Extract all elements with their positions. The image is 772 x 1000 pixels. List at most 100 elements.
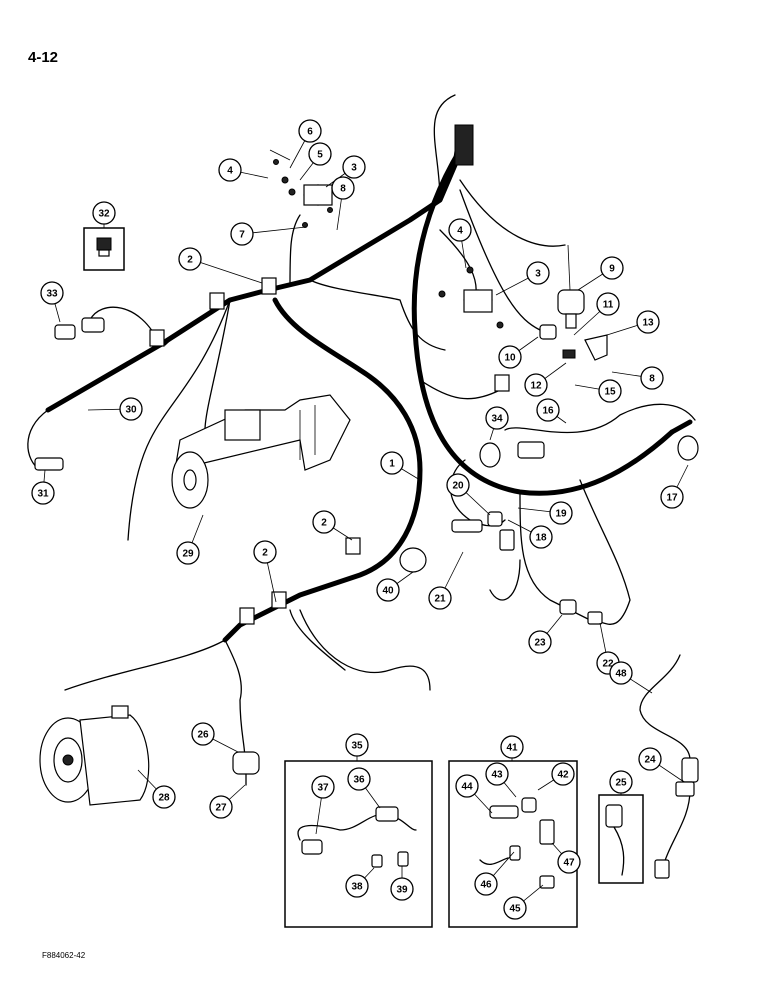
callout-1: 1 (380, 451, 421, 481)
callout-47: 47 (551, 842, 581, 874)
callout-circle (152, 785, 176, 809)
callout-circle (312, 510, 336, 534)
detail-box-41 (448, 760, 578, 928)
harness-clips (149, 277, 361, 625)
callout-number: 4 (227, 166, 233, 177)
callout-9: 9 (577, 256, 624, 291)
callout-circle (342, 155, 366, 179)
switch-26 (232, 751, 260, 786)
callout-number: 46 (480, 880, 492, 891)
callout-number: 32 (98, 209, 110, 220)
callout-circle (503, 896, 527, 920)
callout-circle (178, 247, 202, 271)
callout-number: 2 (262, 548, 268, 559)
callout-circle (638, 747, 662, 771)
callout-4: 4 (448, 218, 472, 269)
fuse-32 (96, 237, 112, 257)
callout-31: 31 (31, 469, 55, 505)
callout-circle (600, 256, 624, 280)
callout-circle (40, 281, 64, 305)
main-harness (45, 127, 693, 643)
callout-circle (253, 540, 277, 564)
relay-lower (438, 266, 504, 329)
callout-circle (311, 775, 335, 799)
callout-2: 2 (253, 540, 277, 603)
callout-39: 39 (390, 866, 414, 901)
callout-number: 27 (215, 803, 227, 814)
callout-27: 27 (209, 784, 246, 819)
callout-2: 2 (178, 247, 263, 284)
callout-number: 5 (317, 150, 323, 161)
callout-circle (308, 142, 332, 166)
callout-5: 5 (299, 142, 332, 181)
switch-16 (517, 441, 545, 459)
callout-number: 19 (555, 509, 567, 520)
callout-34: 34 (485, 406, 509, 441)
callout-32: 32 (92, 201, 116, 228)
callout-16: 16 (536, 398, 567, 424)
callout-number: 4 (457, 226, 463, 237)
callout-23: 23 (528, 614, 563, 654)
callout-48: 48 (609, 661, 653, 694)
callout-circle (376, 578, 400, 602)
callout-44: 44 (455, 774, 493, 814)
page-number: 4-12 (28, 49, 58, 66)
callout-10: 10 (498, 336, 539, 369)
callout-3: 3 (495, 261, 550, 296)
callout-12: 12 (524, 362, 567, 397)
callout-45: 45 (503, 884, 544, 920)
callout-29: 29 (176, 514, 204, 565)
callout-28: 28 (137, 769, 176, 809)
callout-number: 43 (491, 770, 503, 781)
connector-24 (654, 757, 699, 879)
callout-30: 30 (87, 397, 143, 421)
callout-number: 1 (389, 459, 395, 470)
callout-20: 20 (446, 473, 491, 516)
callout-circle (528, 630, 552, 654)
sensor-20 (451, 511, 515, 551)
callout-38: 38 (345, 867, 375, 898)
callout-number: 44 (461, 782, 473, 793)
callout-number: 25 (615, 778, 627, 789)
switch-40 (399, 547, 427, 573)
callout-circle (660, 485, 684, 509)
callout-circle (331, 176, 355, 200)
callout-circle (92, 201, 116, 225)
connector-33 (54, 317, 105, 340)
callout-8: 8 (331, 176, 355, 231)
callout-number: 9 (609, 264, 615, 275)
callout-number: 48 (615, 669, 627, 680)
callout-number: 36 (353, 775, 365, 786)
callout-number: 20 (452, 481, 464, 492)
callout-number: 2 (321, 518, 327, 529)
callout-number: 3 (535, 269, 541, 280)
callout-circle (298, 119, 322, 143)
callout-15: 15 (574, 379, 622, 403)
callout-41: 41 (500, 735, 524, 761)
callout-circle (218, 158, 242, 182)
sensor-31 (34, 457, 64, 471)
callout-18: 18 (507, 519, 553, 549)
callout-circle (609, 770, 633, 794)
callout-circle (557, 850, 581, 874)
callout-46: 46 (474, 851, 515, 896)
callout-number: 47 (563, 858, 575, 869)
callout-circle (598, 379, 622, 403)
callout-circle (119, 397, 143, 421)
callout-number: 38 (351, 882, 363, 893)
callout-number: 8 (649, 374, 655, 385)
callout-circle (485, 762, 509, 786)
callout-circle (176, 541, 200, 565)
callout-35: 35 (345, 733, 369, 761)
callout-circle (446, 473, 470, 497)
callout-number: 17 (666, 493, 678, 504)
pressure-switch-assembly (539, 244, 608, 361)
callout-number: 13 (642, 318, 654, 329)
callout-8: 8 (611, 366, 664, 390)
callout-2: 2 (312, 510, 353, 541)
callout-number: 37 (317, 783, 329, 794)
callout-circle (345, 733, 369, 757)
callout-40: 40 (376, 571, 414, 602)
callout-circle (455, 774, 479, 798)
callout-7: 7 (230, 222, 307, 246)
